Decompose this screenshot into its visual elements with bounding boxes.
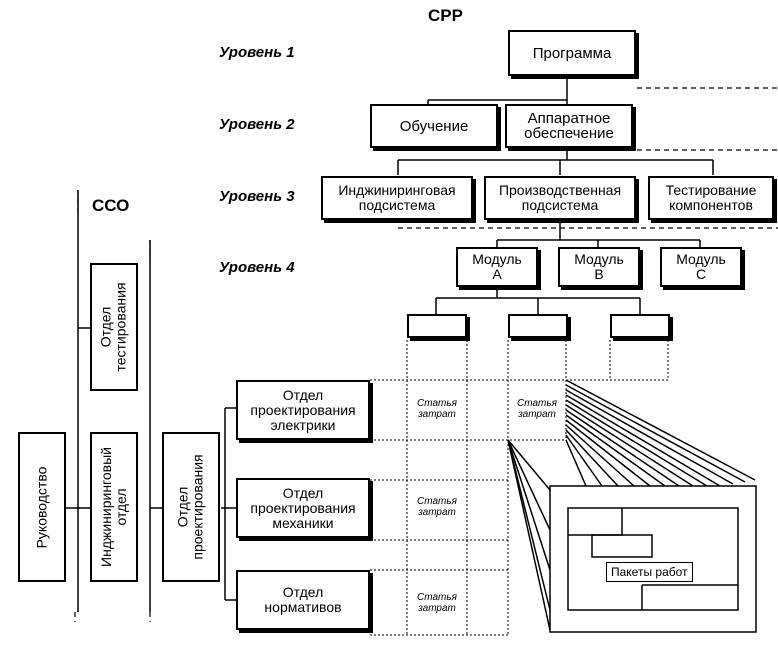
- sub-element-box: [610, 314, 670, 338]
- management-box: Руководство: [18, 432, 66, 582]
- level-4-label: Уровень 4: [219, 259, 295, 276]
- cost-account-label: Статья затрат: [417, 496, 457, 518]
- wbs-header: СРР: [428, 6, 463, 25]
- level-2-label: Уровень 2: [219, 116, 295, 133]
- sub-element-box: [407, 314, 467, 338]
- hardware-box: Аппаратное обеспечение: [505, 104, 633, 148]
- program-box: Программа: [508, 30, 636, 76]
- component-testing-box: Тестирование компонентов: [648, 176, 774, 220]
- obs-header: ССО: [92, 196, 130, 215]
- production-subsystem-box: Производственная подсистема: [484, 176, 636, 220]
- level-1-label: Уровень 1: [219, 44, 295, 61]
- cost-account-label: Статья затрат: [417, 398, 457, 420]
- design-department-box: Отдел проектирования: [162, 432, 220, 582]
- sub-element-box: [508, 314, 568, 338]
- training-box: Обучение: [370, 104, 498, 148]
- cost-account-label: Статья затрат: [417, 592, 457, 614]
- cost-account-label: Статья затрат: [517, 398, 557, 420]
- testing-department-box: Отдел тестирования: [90, 263, 138, 391]
- standards-department-box: Отдел нормативов: [236, 570, 370, 630]
- mechanical-design-box: Отдел проектирования механики: [236, 478, 370, 538]
- module-a-box: Модуль А: [456, 247, 538, 287]
- level-3-label: Уровень 3: [219, 188, 295, 205]
- engineering-subsystem-box: Инджиниринговая подсистема: [321, 176, 473, 220]
- work-packages-label: Пакеты работ: [606, 562, 693, 582]
- electrical-design-box: Отдел проектирования электрики: [236, 380, 370, 440]
- engineering-department-box: Инджиниринговый отдел: [90, 432, 138, 582]
- module-c-box: Модуль С: [660, 247, 742, 287]
- module-b-box: Модуль В: [558, 247, 640, 287]
